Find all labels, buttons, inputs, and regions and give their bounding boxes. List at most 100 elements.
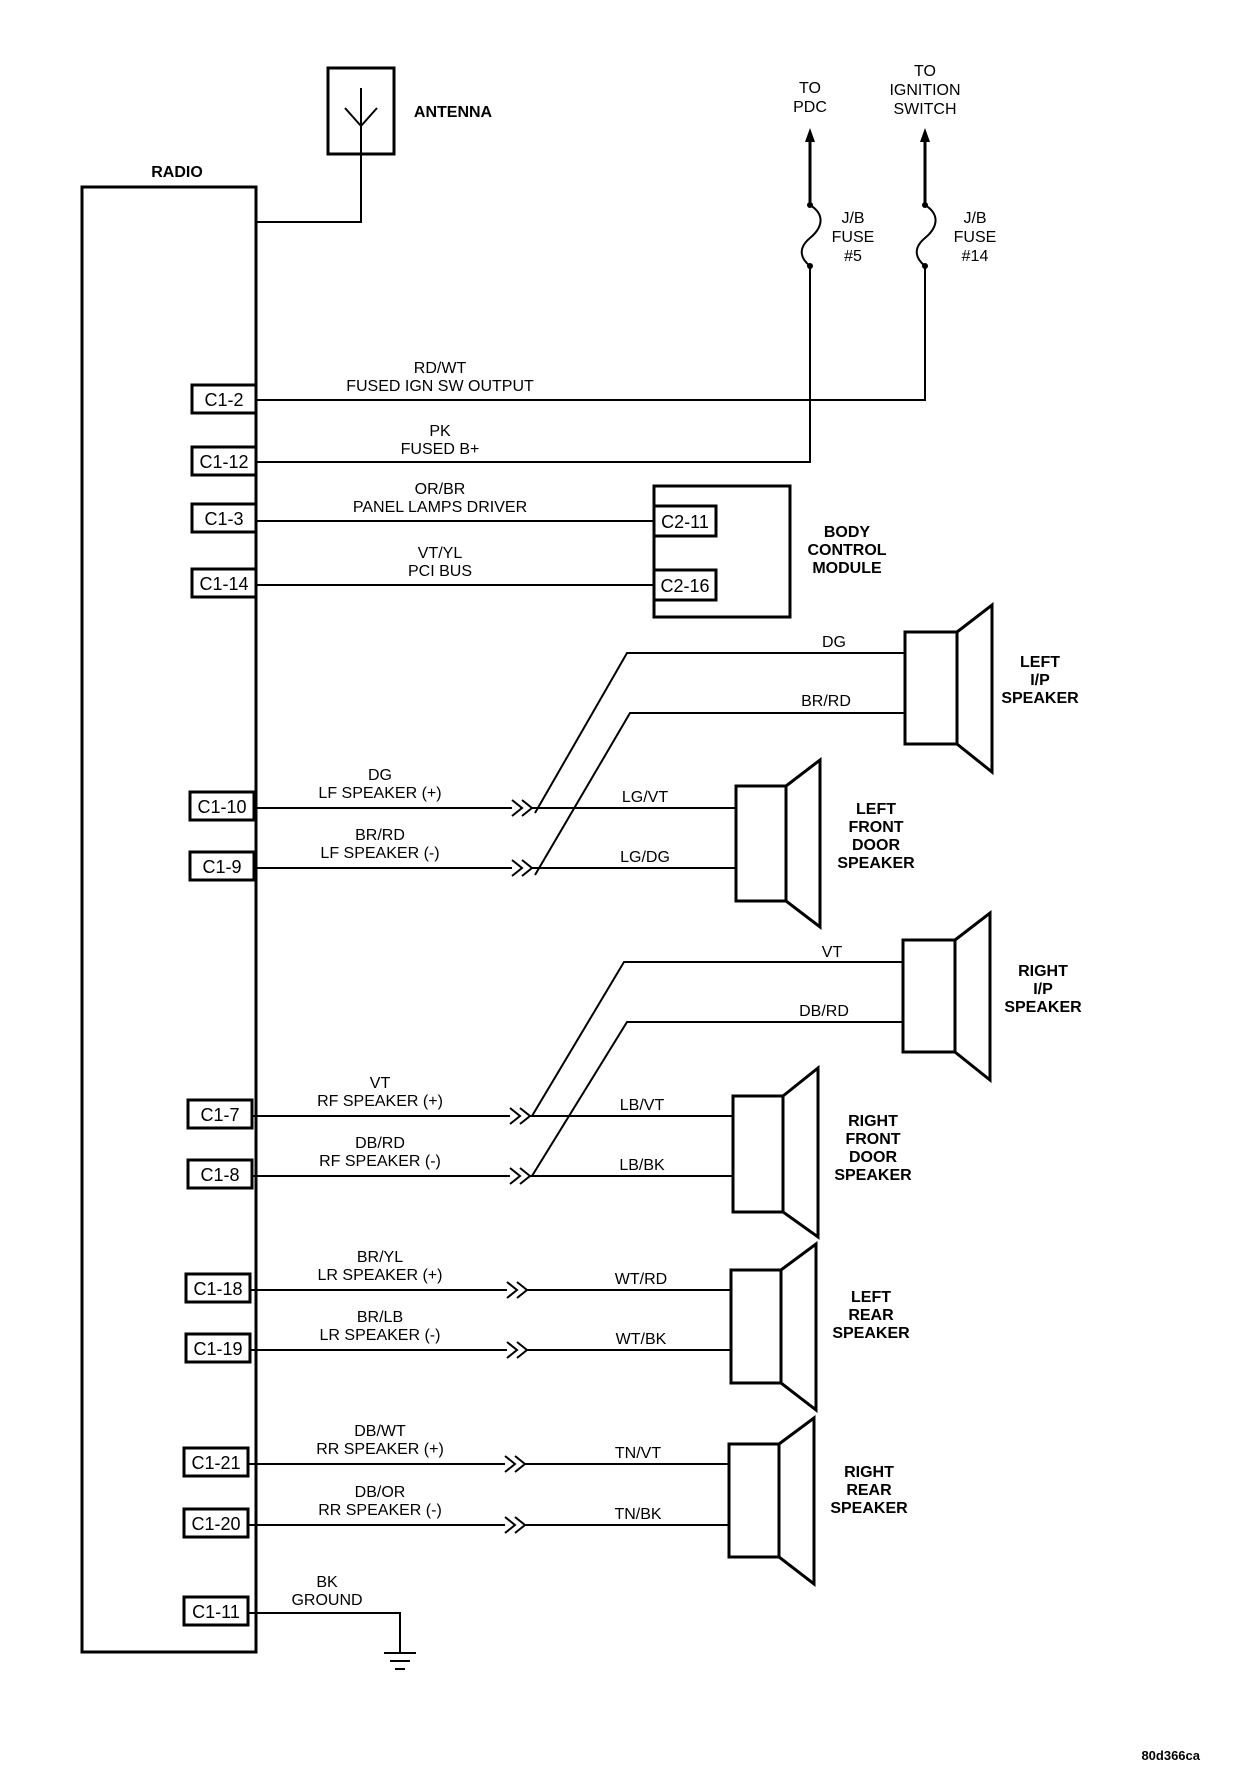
- ignition-destination: TO IGNITION SWITCH: [889, 63, 961, 205]
- ignition-label-line2: IGNITION: [889, 82, 960, 99]
- connector-icon: [506, 1341, 529, 1359]
- wire: [248, 1612, 401, 1653]
- wire-function: FUSED IGN SW OUTPUT: [346, 378, 534, 395]
- wire-function: LF SPEAKER (+): [318, 785, 441, 802]
- wire-function: LF SPEAKER (-): [320, 845, 439, 862]
- speaker-label-line2: REAR: [846, 1482, 892, 1499]
- antenna-wire: [256, 154, 362, 223]
- fuse-14: J/B FUSE #14: [915, 202, 996, 269]
- wire-function: LR SPEAKER (-): [320, 1327, 441, 1344]
- wire-color: VT: [370, 1075, 391, 1092]
- pin-label: C1-18: [193, 1279, 242, 1299]
- wire-color: BR/RD: [355, 827, 405, 844]
- connector-icon: [509, 1167, 532, 1185]
- connector-icon: [504, 1455, 527, 1473]
- speaker-icon: [729, 1241, 818, 1414]
- out-wire-color: LG/VT: [622, 789, 668, 806]
- wire-color: PK: [429, 423, 451, 440]
- wire-function: PANEL LAMPS DRIVER: [353, 499, 527, 516]
- bcm-pin-box: [652, 568, 718, 602]
- bcm-pin-label: C2-16: [660, 576, 709, 596]
- wire-function: RF SPEAKER (-): [319, 1153, 441, 1170]
- pin-label: C1-8: [200, 1165, 239, 1185]
- wire-color: OR/BR: [415, 481, 466, 498]
- circuit-c1-2: C1-2 RD/WT FUSED IGN SW OUTPUT: [190, 266, 926, 415]
- fuse-icon: [800, 202, 822, 269]
- out-wire-color: TN/VT: [615, 1445, 661, 1462]
- wire: [256, 266, 811, 463]
- wire-color: BR/LB: [357, 1309, 403, 1326]
- speaker-label-line4: SPEAKER: [834, 1167, 912, 1184]
- radio-module: RADIO: [80, 164, 258, 1654]
- wire-function: FUSED B+: [401, 441, 480, 458]
- ignition-label-line1: TO: [914, 63, 936, 80]
- connector-icon: [509, 1107, 532, 1125]
- pin-label: C1-19: [193, 1339, 242, 1359]
- speaker-label-line3: DOOR: [852, 837, 900, 854]
- out-wire-color: LB/VT: [620, 1097, 665, 1114]
- arrow-up-icon: [920, 128, 930, 205]
- wire-color: DG: [822, 634, 846, 651]
- wire: [534, 712, 905, 876]
- wire-function: RR SPEAKER (+): [316, 1441, 444, 1458]
- fuse14-label-line1: J/B: [963, 210, 986, 227]
- ignition-label-line3: SWITCH: [893, 101, 956, 118]
- pin-box: [190, 445, 258, 477]
- speaker-label-line2: I/P: [1030, 672, 1050, 689]
- speaker-label-line1: RIGHT: [848, 1113, 898, 1130]
- wire: [256, 266, 926, 401]
- out-wire-color: LB/BK: [619, 1157, 665, 1174]
- wire-color: BR/RD: [801, 693, 851, 710]
- speaker-label-line1: RIGHT: [1018, 963, 1068, 980]
- antenna-icon: [344, 88, 378, 154]
- pin-box: [188, 790, 256, 822]
- wire: [534, 652, 905, 814]
- out-wire-color: TN/BK: [614, 1506, 661, 1523]
- wire-color: DB/RD: [355, 1135, 405, 1152]
- arrow-up-icon: [805, 128, 815, 205]
- fuse-5: J/B FUSE #5: [800, 202, 875, 269]
- pdc-destination: TO PDC: [793, 80, 827, 205]
- bcm-pin-box: [652, 504, 718, 538]
- pin-box: [186, 1158, 254, 1190]
- speaker-label-line2: I/P: [1033, 981, 1053, 998]
- pin-label: C1-10: [197, 797, 246, 817]
- circuit-c1-14: C1-14 VT/YL PCI BUS C2-16: [190, 545, 718, 602]
- pin-label: C1-21: [191, 1453, 240, 1473]
- pin-label: C1-20: [191, 1514, 240, 1534]
- pdc-label-line2: PDC: [793, 99, 827, 116]
- pin-box: [190, 383, 258, 415]
- connector-icon: [504, 1516, 527, 1534]
- radio-title: RADIO: [151, 164, 203, 181]
- speaker-label-line3: SPEAKER: [832, 1325, 910, 1342]
- wire-color: VT: [822, 944, 843, 961]
- fuse5-label-line3: #5: [844, 248, 862, 265]
- bcm-label-line3: MODULE: [812, 560, 882, 577]
- fuse14-label-line3: #14: [962, 248, 989, 265]
- wire-color: BK: [316, 1574, 338, 1591]
- figure-code: 80d366ca: [1141, 1748, 1200, 1763]
- connector-icon: [506, 1281, 529, 1299]
- pin-label: C1-7: [200, 1105, 239, 1125]
- speaker-label-line1: RIGHT: [844, 1464, 894, 1481]
- speaker-label-line1: LEFT: [856, 801, 896, 818]
- out-wire-color: WT/BK: [616, 1331, 667, 1348]
- wire-color: BR/YL: [357, 1249, 403, 1266]
- pin-box: [186, 1098, 254, 1130]
- fuse5-label-line2: FUSE: [832, 229, 875, 246]
- circuit-c1-11: C1-11 BK GROUND: [182, 1574, 416, 1670]
- pin-label: C1-9: [202, 857, 241, 877]
- ground-icon: [384, 1652, 416, 1670]
- wire-function: LR SPEAKER (+): [318, 1267, 443, 1284]
